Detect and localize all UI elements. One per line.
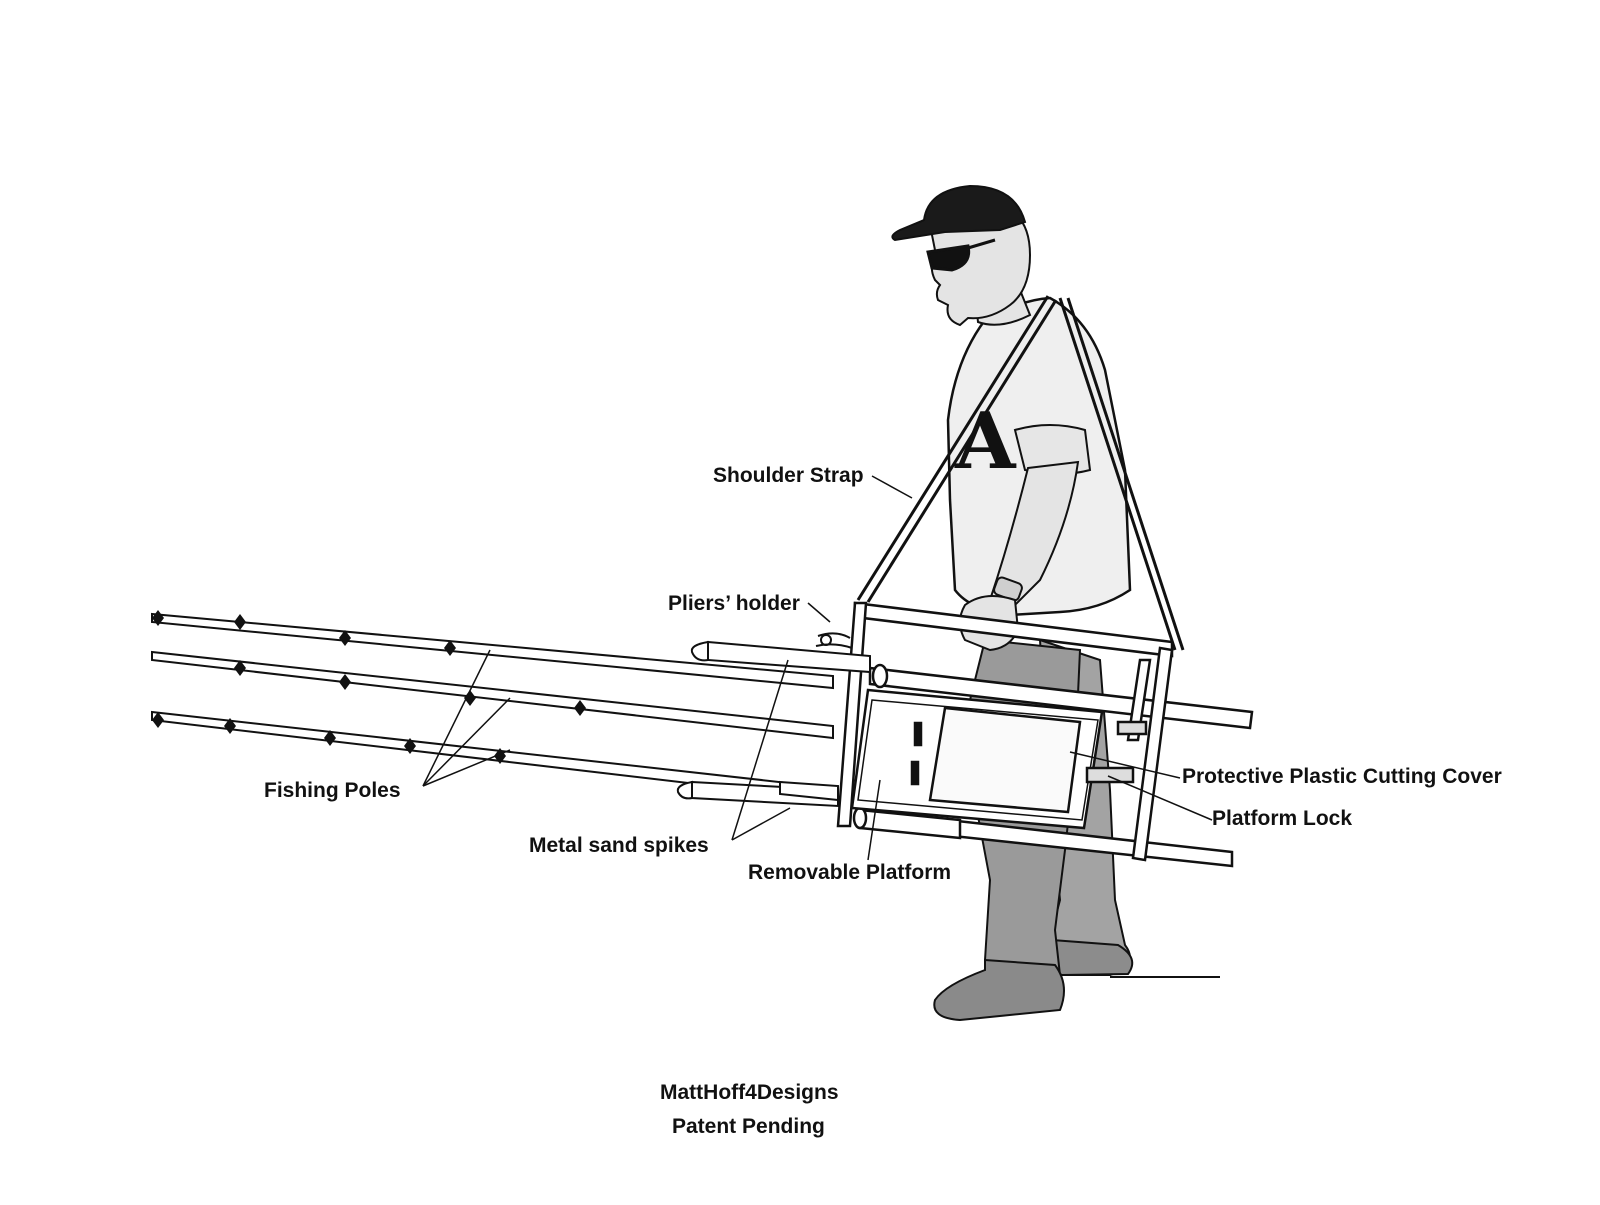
removable-platform: [850, 688, 1148, 830]
leader-sand-spike-2: [731, 807, 791, 841]
right-upright: [1131, 646, 1174, 862]
cutting-cover: [928, 706, 1082, 814]
label-shoulder-strap: Shoulder Strap: [713, 464, 864, 487]
front-shoe: [933, 958, 1065, 1022]
metal-sand-spikes: [676, 640, 871, 808]
person-figure: A: [891, 184, 1134, 1022]
label-fishing-poles: Fishing Poles: [264, 779, 401, 802]
platform-lock: [1085, 766, 1135, 784]
label-metal-sand-spikes: Metal sand spikes: [529, 834, 709, 857]
label-pliers-holder: Pliers’ holder: [668, 592, 800, 615]
leader-shoulder-strap: [871, 475, 913, 499]
leader-removable-platform: [867, 779, 881, 861]
label-platform-lock: Platform Lock: [1212, 807, 1353, 830]
fishing-pole-1: [151, 612, 834, 690]
back-shoe: [1049, 938, 1134, 977]
fishing-pole-2: [151, 650, 834, 740]
credit-patent-status: Patent Pending: [672, 1115, 825, 1138]
label-protective-cover: Protective Plastic Cutting Cover: [1182, 765, 1502, 788]
leader-lines: [422, 475, 1213, 861]
leader-protective-cover: [1069, 751, 1181, 779]
cart-frame: [836, 601, 1254, 868]
pliers-holder: [815, 632, 853, 649]
shoulder-strap: [856, 295, 1185, 651]
credit-designer: MattHoff4Designs: [660, 1081, 839, 1104]
label-removable-platform: Removable Platform: [748, 861, 952, 884]
leader-pliers-holder: [807, 602, 831, 623]
arm: [988, 460, 1080, 612]
leader-fishing-pole-3: [422, 749, 511, 787]
leader-fishing-pole-2: [422, 697, 511, 787]
leader-sand-spike-1: [731, 659, 789, 841]
shirt-number: A: [954, 396, 1017, 487]
fishing-poles: [151, 610, 834, 802]
leader-fishing-pole-1: [422, 649, 491, 787]
sunglasses: [926, 238, 996, 272]
cap: [891, 184, 1027, 242]
leader-platform-lock: [1107, 775, 1213, 821]
